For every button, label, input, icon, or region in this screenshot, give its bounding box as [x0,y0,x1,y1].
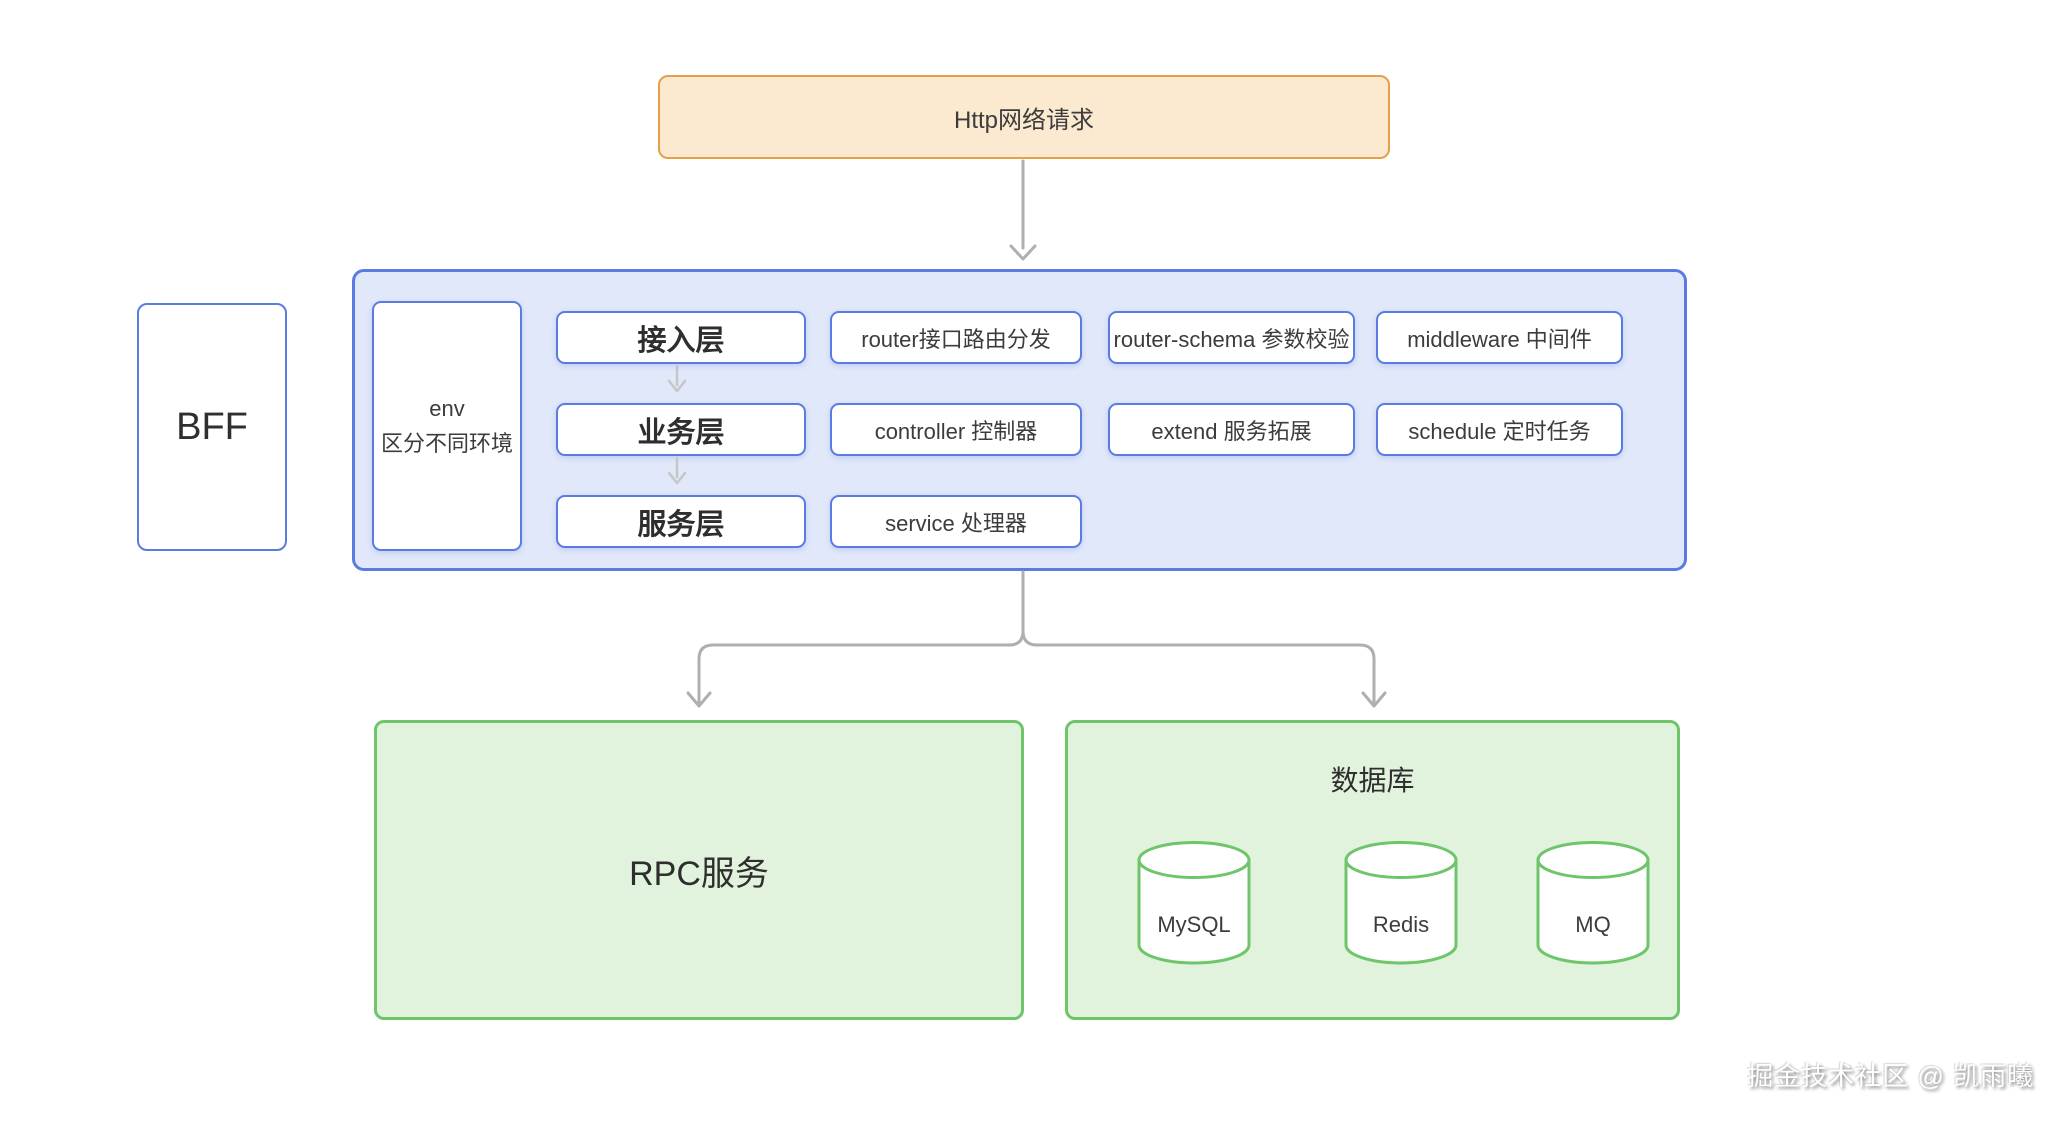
watermark: 掘金技术社区 @ 凯雨曦 [1747,1061,2034,1091]
database-cylinder-icon [1137,841,1251,965]
router-schema-label: router-schema 参数校验 [1113,326,1350,352]
bff-label: BFF [176,405,248,448]
layer-service-node: 服务层 [556,495,806,548]
service-handler-label: service 处理器 [885,510,1027,536]
http-request-label: Http网络请求 [953,106,1094,134]
router-label: router接口路由分发 [861,326,1051,352]
service-handler-node: service 处理器 [830,495,1082,548]
arrow-http-to-container [1009,159,1037,261]
rpc-service-label: RPC服务 [629,854,769,893]
database-container: 数据库 MySQL Redis MQ [1065,720,1680,1020]
env-title: env [429,395,465,421]
env-subtitle: 区分不同环境 [380,431,513,456]
extend-node: extend 服务拓展 [1108,403,1355,456]
mq-cylinder: MQ [1535,839,1651,967]
extend-label: extend 服务拓展 [1151,418,1312,444]
layer-business-node: 业务层 [556,403,806,456]
http-request-node: Http网络请求 [658,75,1390,159]
layer-service-label: 服务层 [637,508,725,541]
layer-business-label: 业务层 [637,416,725,449]
layer-access-label: 接入层 [637,324,725,357]
middleware-node: middleware 中间件 [1376,311,1623,364]
database-cylinder-icon [1536,841,1650,965]
env-node: env 区分不同环境 [372,301,522,551]
controller-node: controller 控制器 [830,403,1082,456]
rpc-service-node: RPC服务 [374,720,1024,1020]
controller-label: controller 控制器 [874,418,1038,444]
layer-access-node: 接入层 [556,311,806,364]
schedule-node: schedule 定时任务 [1376,403,1623,456]
router-node: router接口路由分发 [830,311,1082,364]
schedule-label: schedule 定时任务 [1408,418,1591,444]
database-title: 数据库 [1330,765,1415,796]
database-cylinder-icon [1344,841,1458,965]
router-schema-node: router-schema 参数校验 [1108,311,1355,364]
arrow-container-to-rpc [686,570,1025,708]
bff-framework-container: env 区分不同环境 接入层 业务层 服务层 router接口路由分发 cont… [352,269,1687,571]
redis-cylinder: Redis [1343,839,1459,967]
mq-label: MQ [1575,912,1611,937]
redis-label: Redis [1372,912,1430,937]
mysql-cylinder: MySQL [1136,839,1252,967]
mysql-label: MySQL [1157,912,1231,937]
arrow-container-to-database [1021,570,1387,708]
bff-node: BFF [137,303,287,551]
middleware-label: middleware 中间件 [1407,326,1592,352]
